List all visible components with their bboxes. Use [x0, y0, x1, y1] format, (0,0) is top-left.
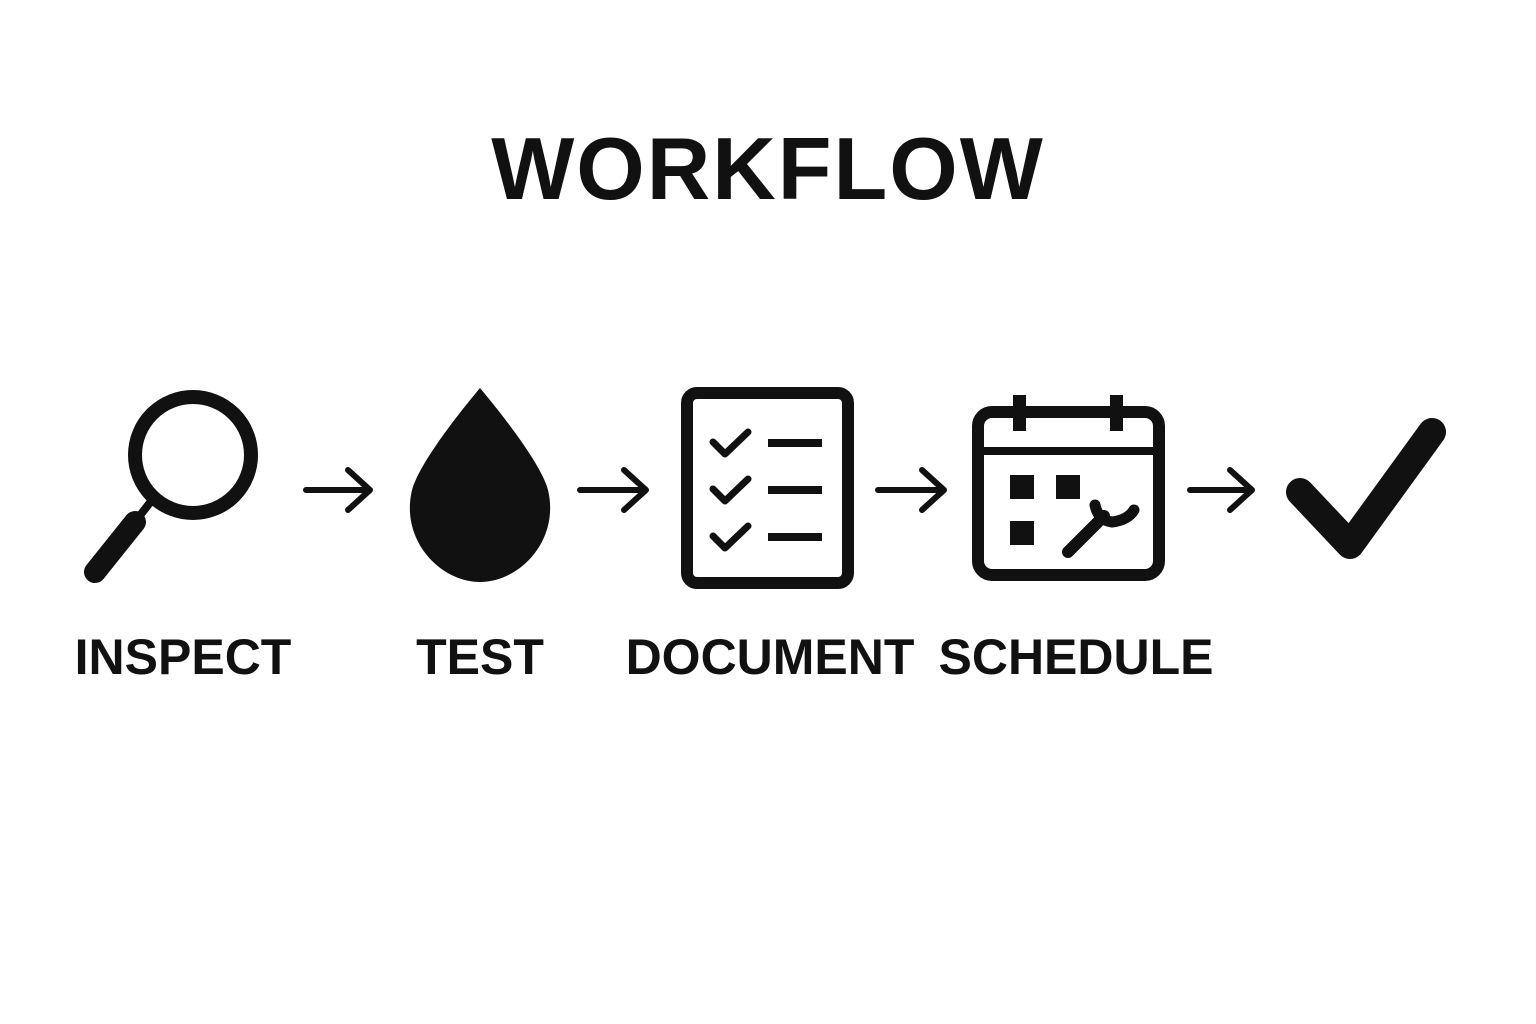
- checklist-icon: [681, 387, 854, 589]
- magnifying-glass-icon: [84, 390, 258, 583]
- water-drop-icon: [409, 388, 551, 582]
- step-label-test: TEST: [416, 629, 544, 685]
- checkmark-icon: [1286, 418, 1446, 559]
- step-label-document: DOCUMENT: [625, 629, 915, 685]
- arrow-icon: [875, 467, 947, 513]
- step-label-schedule: SCHEDULE: [938, 629, 1214, 685]
- arrow-icon: [303, 467, 373, 513]
- arrow-icon: [1187, 467, 1255, 513]
- calendar-wrench-icon: [972, 395, 1165, 581]
- diagram-title: WORKFLOW: [491, 119, 1045, 218]
- step-label-inspect: INSPECT: [74, 629, 292, 685]
- arrow-icon: [577, 467, 649, 513]
